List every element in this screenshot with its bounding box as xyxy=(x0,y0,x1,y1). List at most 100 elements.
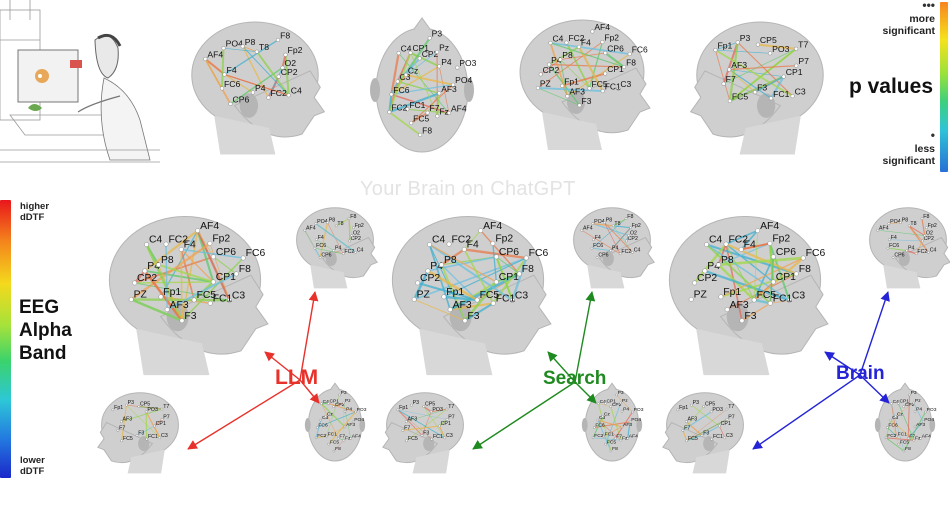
electrode-label: F8 xyxy=(905,446,911,452)
electrode-label: P3 xyxy=(341,390,347,396)
electrode-label: C4 xyxy=(291,86,302,96)
electrode-label: CP1 xyxy=(786,67,803,77)
electrode-label: PO4 xyxy=(455,75,472,85)
electrode-label: PO4 xyxy=(631,417,641,423)
electrode-label: Cz xyxy=(408,65,418,75)
electrode-label: PZ xyxy=(540,78,551,88)
electrode-label: PO3 xyxy=(432,407,443,413)
electrode-label: FC6 xyxy=(393,85,409,95)
electrode-label: FC5 xyxy=(592,79,608,89)
electrode-label: C4 xyxy=(432,235,445,246)
electrode-label: FC1 xyxy=(713,434,723,440)
electrode-label: F4 xyxy=(467,240,479,251)
electrode-label: Fp2 xyxy=(355,223,364,229)
electrode-label: FC5 xyxy=(732,91,749,101)
electrode-label: FC2 xyxy=(317,433,327,439)
electrode-label: F4 xyxy=(184,240,196,251)
electrode-label: Fp1 xyxy=(399,405,408,411)
electrode-label: F7 xyxy=(339,433,345,439)
ddtf-top-label: higher dDTF xyxy=(20,201,49,223)
electrode-label: FC1 xyxy=(328,431,338,437)
electrode-label: CP2 xyxy=(351,236,361,242)
electrode-label: T7 xyxy=(728,404,734,410)
electrode-label: Fz xyxy=(622,435,628,441)
electrode-label: AF4 xyxy=(200,221,219,232)
electrode-label: Fp2 xyxy=(928,223,937,229)
electrode-label: FC5 xyxy=(408,436,418,442)
group-arrow-llm xyxy=(188,380,300,449)
electrode-label: F7 xyxy=(404,425,410,431)
electrode-label: C3 xyxy=(515,291,528,302)
electrode-label: FC5 xyxy=(123,436,133,442)
electrode-label: PZ xyxy=(694,290,707,301)
electrode-label: F7 xyxy=(119,425,125,431)
electrode-label: F3 xyxy=(467,311,479,322)
electrode-label: T8 xyxy=(614,221,620,227)
electrode-label: Fp1 xyxy=(564,76,579,86)
electrode-label: P4 xyxy=(908,246,915,252)
electrode-label: P4 xyxy=(346,406,352,412)
electrode-label: T8 xyxy=(259,42,269,52)
electrode-label: AF3 xyxy=(453,300,472,311)
electrode-label: F8 xyxy=(239,264,251,275)
electrode-label: Cz xyxy=(327,411,334,417)
participant-sketch xyxy=(0,0,160,162)
electrode-label: FC6 xyxy=(889,243,899,249)
electrode-label: P4 xyxy=(335,246,342,252)
pvalue-title: p values xyxy=(849,75,933,99)
electrode-label: O2 xyxy=(630,231,637,237)
electrode-label: PZ xyxy=(417,290,430,301)
electrode-label: F8 xyxy=(799,264,811,275)
electrode-label: P8 xyxy=(562,50,573,60)
electrode-label: CP6 xyxy=(776,247,796,258)
pvalue-top-dots: ••• xyxy=(922,0,935,12)
electrode-label: PO3 xyxy=(147,407,158,413)
electrode-label: AF4 xyxy=(760,221,779,232)
electrode-label: C3 xyxy=(620,79,631,89)
electrode-label: F4 xyxy=(581,37,591,47)
electrode-label: FC6 xyxy=(318,423,328,429)
electrode-label: P3 xyxy=(128,400,135,406)
electrode-label: P8 xyxy=(902,218,909,224)
electrode-label: Fp2 xyxy=(288,45,303,55)
electrode-label: P7 xyxy=(163,414,170,420)
group-arrow-brain xyxy=(753,375,860,449)
electrode-label: F3 xyxy=(423,431,429,437)
group-label-search: Search xyxy=(543,368,606,390)
electrode-label: F4 xyxy=(744,240,756,251)
electrode-label: C3 xyxy=(161,433,168,439)
electrode-label: CP1 xyxy=(776,272,796,283)
electrode-label: P3 xyxy=(413,400,420,406)
electrode-label: CP6 xyxy=(232,94,249,104)
electrode-label: AF4 xyxy=(629,434,638,440)
electrode-label: P4 xyxy=(441,57,452,67)
electrode-label: PO3 xyxy=(459,58,476,68)
electrode-label: FC2 xyxy=(594,433,604,439)
electrode-label: F8 xyxy=(350,214,356,220)
electrode-label: P8 xyxy=(444,255,457,266)
electrode-label: F8 xyxy=(280,30,290,40)
electrode-label: AF3 xyxy=(688,417,698,423)
electrode-label: P4 xyxy=(612,246,619,252)
electrode-label: F3 xyxy=(582,96,592,106)
electrode-label: FC6 xyxy=(888,423,898,429)
watermark-title: Your Brain on ChatGPT xyxy=(360,178,576,201)
electrode-label: F8 xyxy=(422,125,432,135)
electrode-label: F4 xyxy=(891,235,897,241)
electrode-label: P3 xyxy=(911,390,917,396)
electrode-label: FC1 xyxy=(433,434,443,440)
electrode-label: C4 xyxy=(357,247,364,253)
pvalue-colorbar xyxy=(940,2,948,172)
electrode-label: Pz xyxy=(345,398,351,404)
electrode-label: FC1 xyxy=(898,431,908,437)
electrode-label: CP1 xyxy=(721,421,731,427)
electrode-label: T8 xyxy=(910,221,916,227)
electrode-label: PO3 xyxy=(927,407,937,413)
electrode-label: CP6 xyxy=(598,253,608,259)
electrode-label: P3 xyxy=(432,29,443,39)
electrode-label: Fp1 xyxy=(679,405,688,411)
